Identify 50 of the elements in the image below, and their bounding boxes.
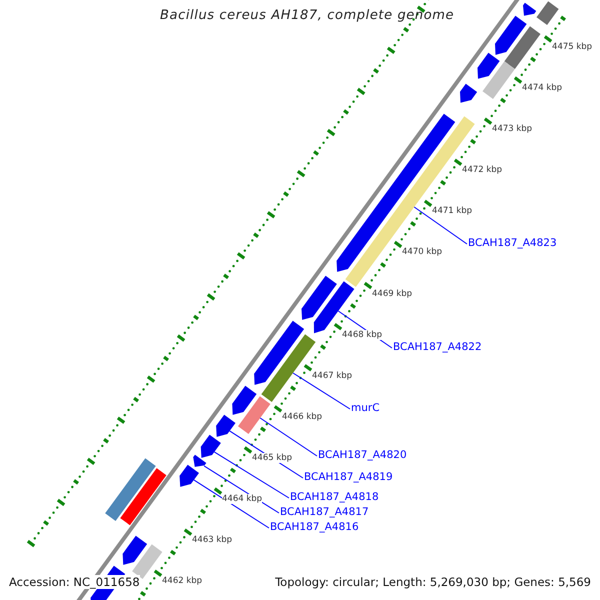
gene-bar (238, 396, 270, 434)
gene-bar (120, 468, 166, 526)
scale-label: 4475 kbp (552, 42, 592, 52)
gene-block (200, 434, 221, 458)
gene-label: BCAH187_A4820 (318, 449, 407, 461)
scale-label: 4473 kbp (492, 124, 532, 134)
gene-label: BCAH187_A4819 (304, 471, 393, 483)
gene-label: BCAH187_A4822 (393, 341, 482, 353)
scale-label: 4474 kbp (522, 83, 562, 94)
gene-label: murC (351, 402, 380, 414)
gene-bar (482, 61, 515, 99)
scale-label: 4464 kbp (222, 494, 262, 504)
gene-block (523, 2, 536, 16)
gene-block (180, 464, 199, 487)
gene-bar (132, 544, 162, 579)
gene-block (302, 276, 337, 320)
scale-label: 4472 kbp (462, 165, 502, 176)
gene-label: BCAH187_A4818 (290, 491, 379, 503)
gene-bar (536, 1, 559, 25)
genome-summary-text: Topology: circular; Length: 5,269,030 bp; Genes: 5,569 (275, 575, 591, 589)
scale-label: 4471 kbp (432, 206, 472, 216)
scale-label: 4467 kbp (312, 370, 352, 381)
gene-block (336, 114, 456, 272)
gene-label: BCAH187_A4817 (280, 506, 369, 518)
scale-label: 4462 kbp (162, 576, 202, 586)
scale-label: 4466 kbp (282, 412, 322, 422)
gene-block (254, 320, 304, 385)
gene-block (193, 454, 206, 467)
gene-block (232, 386, 257, 415)
scale-label: 4463 kbp (192, 535, 232, 546)
scale-label: 4470 kbp (402, 247, 442, 258)
leader-line (414, 206, 468, 244)
scale-label: 4468 kbp (342, 330, 382, 340)
gene-block (122, 536, 148, 565)
gene-block (216, 414, 236, 437)
accession-text: Accession: NC_011658 (9, 575, 140, 589)
gene-bar (504, 26, 540, 69)
leader-line (214, 451, 290, 498)
gene-block (478, 52, 500, 79)
leader-line (292, 372, 350, 410)
gene-bar (105, 458, 156, 521)
leader-line (193, 479, 270, 528)
title: Bacillus cereus AH187, complete genome (160, 8, 454, 23)
scale-label: 4469 kbp (372, 288, 412, 299)
gene-block (495, 16, 527, 55)
leader-line (260, 418, 318, 456)
gene-label: BCAH187_A4823 (468, 237, 557, 249)
gene-label: BCAH187_A4816 (270, 521, 359, 533)
scale-label: 4465 kbp (252, 452, 292, 463)
gene-block (460, 84, 478, 103)
